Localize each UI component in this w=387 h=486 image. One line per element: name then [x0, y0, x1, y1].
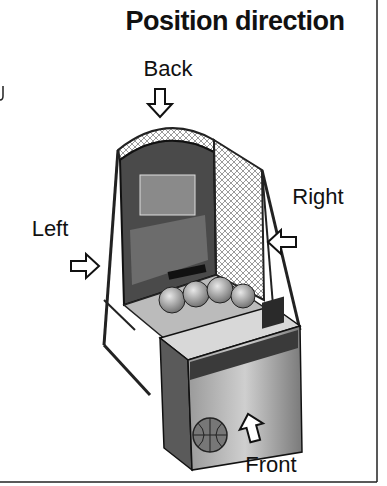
direction-arrow	[71, 254, 99, 278]
direction-arrow	[148, 89, 172, 117]
direction-label: Left	[32, 218, 69, 240]
title: Position direction	[125, 8, 344, 35]
direction-label: Back	[144, 58, 193, 80]
direction-arrow	[236, 411, 266, 444]
direction-label: Front	[245, 454, 296, 476]
direction-arrow	[268, 230, 296, 254]
direction-label: Right	[292, 186, 343, 208]
